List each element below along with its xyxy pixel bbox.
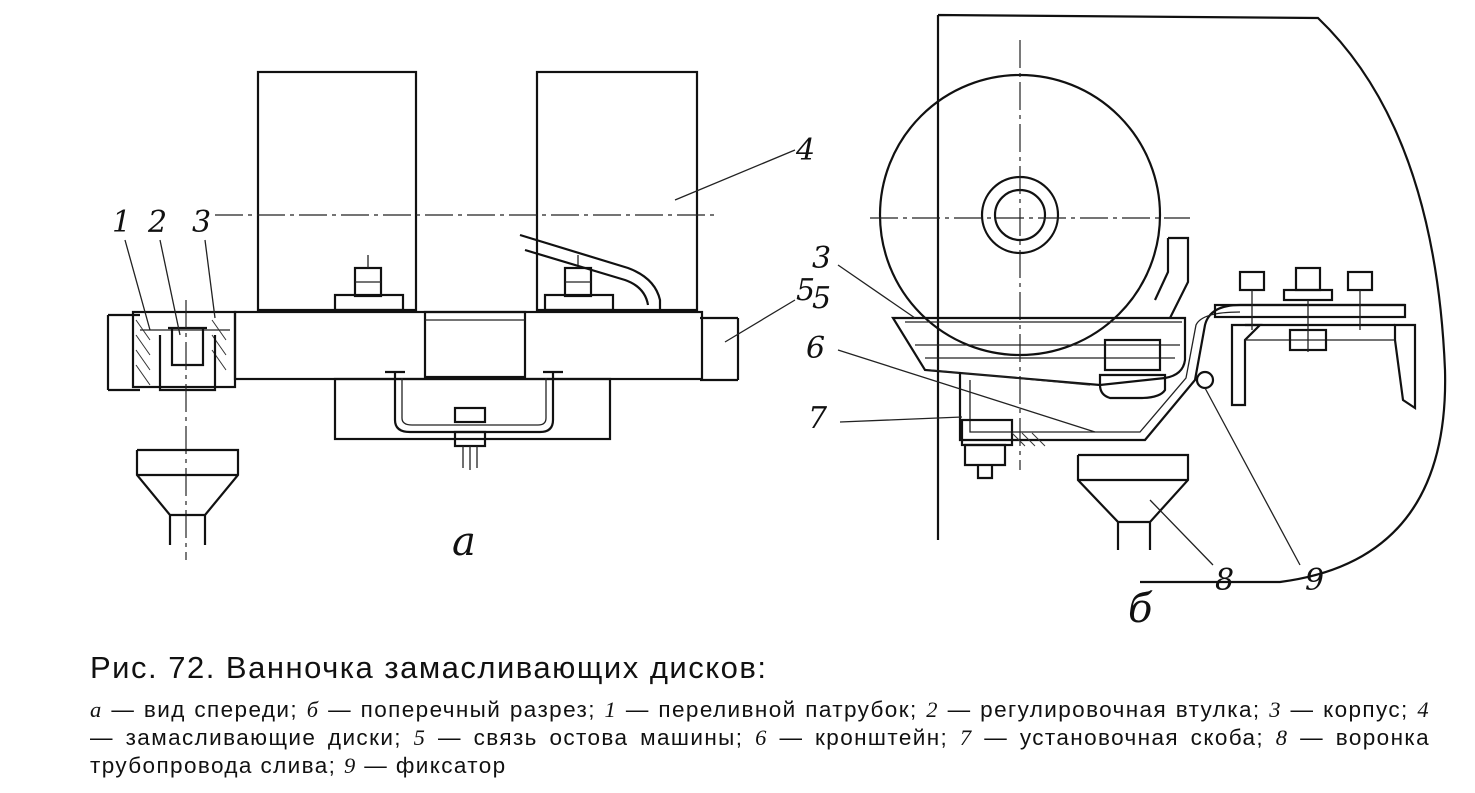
callout-4: 4 xyxy=(795,133,815,168)
callout-2: 2 xyxy=(147,205,167,240)
callout-7: 7 xyxy=(808,401,828,436)
adjusting-sleeve xyxy=(168,326,207,367)
figure-caption: Рис. 72. Ванночка замасливающих дисков: … xyxy=(90,650,1430,780)
machine-contour xyxy=(936,13,1447,584)
callout-8: 8 xyxy=(1215,563,1234,598)
callout-3: 3 xyxy=(192,205,211,240)
callout-1: 1 xyxy=(112,205,131,240)
mount-rail xyxy=(1213,303,1407,319)
legend-entry: 8 — воронка трубопровода слива; xyxy=(90,725,1431,778)
view-label-b: б xyxy=(1128,586,1153,632)
clip-hatching xyxy=(1011,432,1046,447)
legend-entry: б — поперечный разрез; xyxy=(306,697,596,722)
trough-inner-block xyxy=(1103,338,1162,372)
disc-left xyxy=(256,70,418,312)
bolt-left xyxy=(333,255,405,312)
drain-funnel-b xyxy=(1076,453,1190,550)
angle-bracket-right xyxy=(1393,323,1417,411)
trough-body-a xyxy=(233,310,704,381)
bolt-right xyxy=(543,255,615,312)
frame-tie-right xyxy=(700,316,740,382)
supply-pipe-b xyxy=(1154,236,1190,319)
overflow-pipe xyxy=(158,335,217,392)
callout-6: 6 xyxy=(806,331,825,366)
legend-entry: 2 — регулировочная втулка; xyxy=(926,697,1261,722)
view-label-a: а xyxy=(452,519,476,565)
trough-center-block xyxy=(423,310,527,379)
fixator xyxy=(1195,370,1215,390)
legend-entry: а — вид спереди; xyxy=(90,697,299,722)
callout-3-b: 3 xyxy=(812,241,831,276)
legend-entry: 6 — кронштейн; xyxy=(755,725,949,750)
supply-pipe-a xyxy=(519,233,662,310)
bolt-bottom xyxy=(453,406,487,470)
frame-tie-left xyxy=(106,313,140,392)
callout-9: 9 xyxy=(1305,563,1324,598)
legend-entry: 4 — замасливающие диски; xyxy=(90,697,1431,750)
callout-5-b: 5 xyxy=(812,281,831,316)
overflow-housing xyxy=(131,310,237,389)
caption-legend: а — вид спереди; б — поперечный разрез; … xyxy=(90,696,1430,780)
front-view: 1 2 3 4 5 а xyxy=(106,70,815,565)
legend-entry: 1 — переливной патрубок; xyxy=(604,697,918,722)
legend-entry: 5 — связь остова машины; xyxy=(413,725,744,750)
caption-title: Рис. 72. Ванночка замасливающих дисков: xyxy=(90,650,768,685)
disc-right xyxy=(535,70,699,312)
trough-body-b xyxy=(891,316,1187,387)
lower-bracket xyxy=(333,377,612,441)
rail-bolts xyxy=(1238,266,1374,352)
legend-entry: 9 — фиксатор xyxy=(343,753,507,778)
legend-entry: 3 — корпус; xyxy=(1269,697,1409,722)
technical-drawing: 1 2 3 4 5 а xyxy=(106,13,1447,632)
angle-bracket-left xyxy=(1230,323,1263,407)
callout-5: 5 xyxy=(796,273,815,308)
cross-section-view: 3 5 6 7 8 9 б xyxy=(806,13,1447,632)
legend-entry: 7 — установочная скоба; xyxy=(959,725,1265,750)
drain-funnel-a xyxy=(135,448,240,545)
